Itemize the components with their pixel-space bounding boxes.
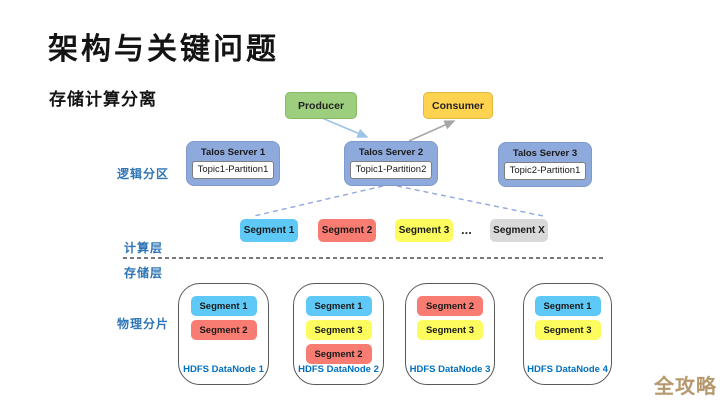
talos-server-name: Talos Server 2	[358, 147, 424, 158]
talos-server-box: Talos Server 2 Topic1-Partition2	[344, 141, 438, 186]
datanode-segment-chip: Segment 1	[190, 296, 257, 316]
hdfs-datanode-card: Segment 1 Segment 3 HDFS DataNode 4	[523, 283, 612, 385]
datanode-segment-chip: Segment 2	[305, 344, 372, 364]
label-storage-layer: 存储层	[124, 266, 164, 280]
server2-to-consumer-arrow	[408, 120, 456, 142]
datanode-name-label: HDFS DataNode 3	[409, 364, 491, 375]
hdfs-datanode-card: Segment 2 Segment 3 HDFS DataNode 3	[405, 283, 495, 385]
datanode-segment-chip: Segment 3	[417, 320, 483, 340]
segment-row-ellipsis: ...	[461, 222, 472, 237]
datanode-segment-chip: Segment 1	[534, 296, 601, 316]
datanode-segment-chip: Segment 3	[534, 320, 601, 340]
hdfs-datanode-card: Segment 1 Segment 2 HDFS DataNode 1	[178, 283, 269, 385]
slide-title: 架构与关键问题	[48, 33, 279, 66]
label-logical-partition: 逻辑分区	[117, 167, 170, 181]
segment-chip: Segment 1	[240, 219, 298, 242]
partition-label: Topic2-Partition1	[504, 162, 586, 180]
datanode-segment-chip: Segment 1	[305, 296, 372, 316]
datanode-name-label: HDFS DataNode 4	[527, 364, 608, 375]
slide-subtitle: 存储计算分离	[49, 90, 157, 109]
server2-to-segment1-dashed-line	[253, 185, 384, 217]
datanode-segment-chip: Segment 2	[417, 296, 483, 316]
producer-box: Producer	[285, 92, 357, 119]
datanode-name-label: HDFS DataNode 1	[183, 364, 264, 375]
consumer-box: Consumer	[423, 92, 493, 119]
segment-chip: Segment 2	[318, 219, 376, 242]
segment-chip: Segment 3	[395, 219, 453, 242]
label-compute-layer: 计算层	[124, 241, 164, 255]
talos-server-box: Talos Server 3 Topic2-Partition1	[498, 142, 592, 187]
server2-to-segmentx-dashed-line	[396, 185, 544, 217]
datanode-segment-chip: Segment 2	[190, 320, 257, 340]
segment-chip: Segment X	[490, 219, 548, 242]
talos-server-box: Talos Server 1 Topic1-Partition1	[186, 141, 280, 186]
watermark-text: 全攻略	[654, 376, 717, 398]
partition-label: Topic1-Partition2	[350, 161, 432, 179]
datanode-name-label: HDFS DataNode 2	[298, 364, 379, 375]
talos-server-name: Talos Server 3	[512, 148, 578, 159]
producer-to-server2-arrow	[321, 117, 369, 138]
datanode-segment-chip: Segment 3	[305, 320, 372, 340]
talos-server-name: Talos Server 1	[200, 147, 266, 158]
label-physical-shard: 物理分片	[117, 317, 170, 331]
partition-label: Topic1-Partition1	[192, 161, 274, 179]
